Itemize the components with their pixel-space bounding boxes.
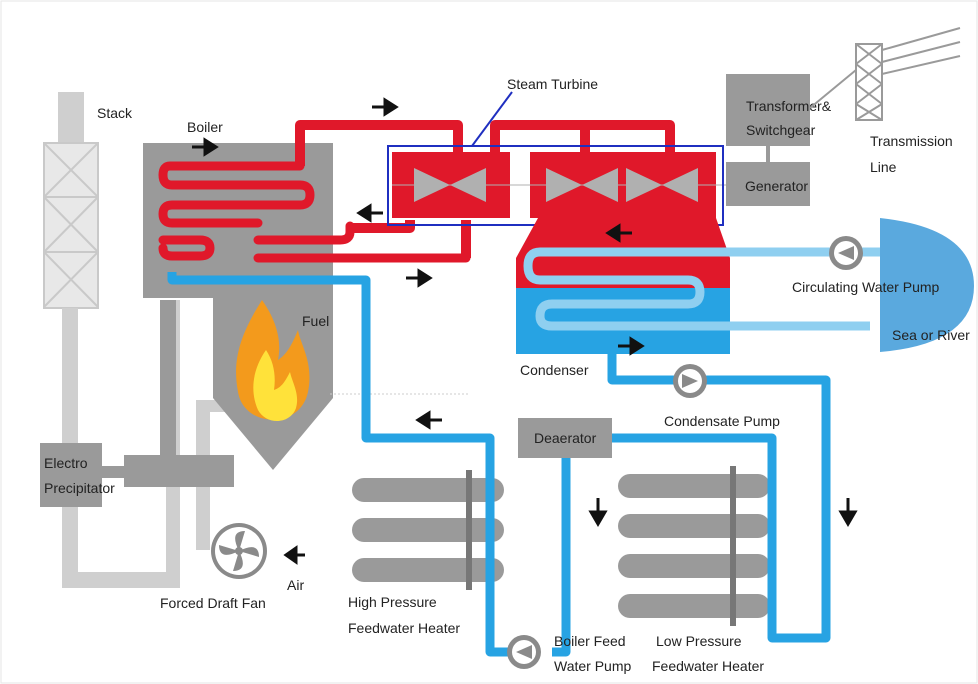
arrow-icon	[415, 410, 442, 430]
boiler-exhaust-duct	[160, 300, 176, 460]
fuel-label: Fuel	[302, 313, 329, 329]
arrow-icon	[192, 137, 219, 157]
arrow-icon	[588, 498, 608, 527]
condensate-pump-label: Condensate Pump	[664, 413, 780, 429]
pump-icon	[829, 236, 863, 270]
pump-icon	[507, 635, 541, 669]
arrow-icon	[838, 498, 858, 527]
boiler-feed-label-1: Boiler Feed	[554, 633, 626, 649]
transmission-label-1: Transmission	[870, 133, 953, 149]
arrow-icon	[356, 203, 383, 223]
air-preheater	[124, 455, 234, 487]
condenser-label: Condenser	[520, 362, 589, 378]
sea-or-river-label: Sea or River	[892, 327, 970, 343]
arrow-icon	[618, 336, 645, 356]
deaerator	[518, 418, 612, 458]
transmission-tower-icon	[809, 27, 961, 121]
hp-heater-label-2: Feedwater Heater	[348, 620, 460, 636]
transformer-label-1: Transformer&	[746, 98, 832, 114]
fan-icon	[211, 523, 267, 579]
arrow-icon	[406, 268, 433, 288]
electro-precipitator-label-2: Precipitator	[44, 480, 115, 496]
generator	[726, 162, 810, 206]
sea-or-river	[880, 218, 974, 352]
lp-heater-label-1: Low Pressure	[656, 633, 742, 649]
boiler-label: Boiler	[187, 119, 223, 135]
air-label: Air	[287, 577, 304, 593]
transformer-label-2: Switchgear	[746, 122, 816, 138]
lp-heater-label-2: Feedwater Heater	[652, 658, 764, 674]
low-pressure-feedwater-heater	[618, 466, 770, 626]
condenser-cooling-coil	[523, 247, 870, 331]
deaerator-label: Deaerator	[534, 430, 597, 446]
generator-label: Generator	[745, 178, 808, 194]
transformer-switchgear	[726, 74, 810, 146]
hp-heater-label-1: High Pressure	[348, 594, 437, 610]
steam-turbine-label: Steam Turbine	[507, 76, 598, 92]
arrow-icon	[372, 97, 399, 117]
turbine-leader-line	[471, 91, 513, 147]
electro-precipitator-label-1: Electro	[44, 455, 88, 471]
arrow-icon	[605, 223, 632, 243]
circulating-pump-label: Circulating Water Pump	[792, 279, 940, 295]
electro-precipitator	[40, 443, 102, 507]
arrow-icon	[283, 545, 305, 565]
stack	[43, 92, 99, 586]
boiler-feed-label-2: Water Pump	[554, 658, 631, 674]
transmission-label-2: Line	[870, 159, 897, 175]
stack-label: Stack	[97, 105, 133, 121]
turbine-icon	[392, 152, 728, 218]
pump-icon	[673, 364, 707, 398]
high-pressure-feedwater-heater	[352, 470, 504, 590]
forced-draft-fan-label: Forced Draft Fan	[160, 595, 266, 611]
flame-icon	[236, 300, 310, 422]
